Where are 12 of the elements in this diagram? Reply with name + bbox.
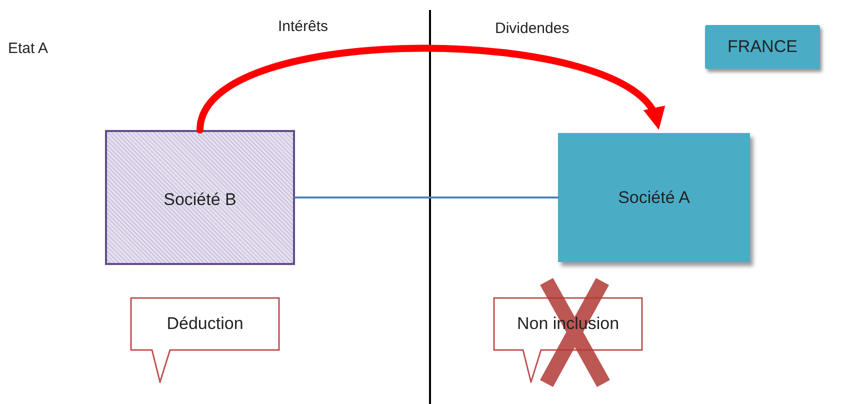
node-label: Société A	[618, 188, 690, 208]
node-label: FRANCE	[728, 37, 798, 57]
region-label: Etat A	[8, 40, 48, 57]
node-label: Société B	[164, 190, 236, 210]
connector-line	[294, 196, 559, 198]
flow-label: Intérêts	[278, 18, 328, 35]
company-box	[558, 133, 750, 262]
company-box	[105, 130, 295, 265]
node-label: Déduction	[166, 314, 244, 334]
flow-label: Dividendes	[495, 20, 570, 37]
country-tag	[705, 25, 820, 69]
callout-bubble	[130, 297, 280, 383]
